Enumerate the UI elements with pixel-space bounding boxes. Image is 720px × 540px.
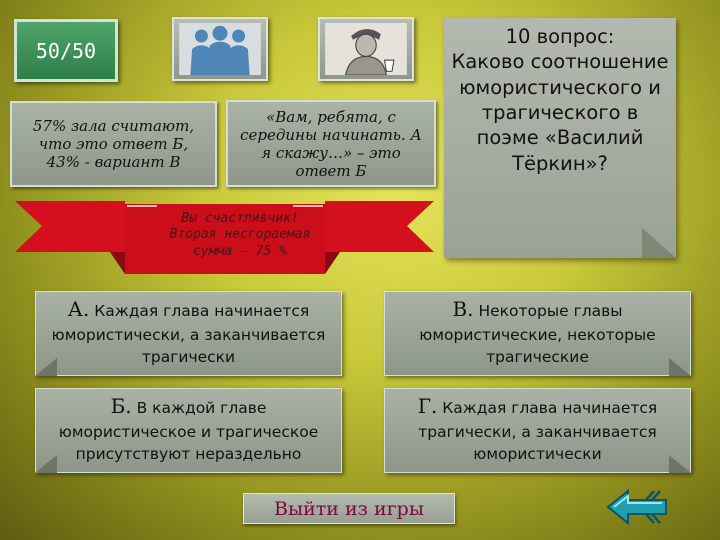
answer-a-text: Каждая глава начинается юмористически, а… [51, 302, 326, 367]
answer-a-curl [35, 358, 57, 376]
answer-g-text: Каждая глава начинается трагически, а за… [418, 399, 658, 464]
answer-a-letter: А. [67, 297, 90, 321]
prize-ribbon: Вы счастливчик! Вторая несгораемая сумма… [15, 196, 434, 278]
audience-icon [179, 23, 261, 75]
answer-g-curl [669, 455, 691, 473]
exit-game-button[interactable]: Выйти из игры [243, 493, 455, 524]
fifty-fifty-button[interactable]: 50/50 [14, 19, 118, 82]
audience-hint-text: 57% зала считают, что это ответ Б, 43% -… [32, 117, 195, 171]
answer-b-letter: Б. [110, 394, 132, 418]
answer-v-curl [669, 358, 691, 376]
answer-b-curl [35, 455, 57, 473]
question-text: Каково соотношение юмористического и тра… [451, 50, 669, 175]
question-card: 10 вопрос: Каково соотношение юмористиче… [444, 18, 676, 258]
audience-hint: 57% зала считают, что это ответ Б, 43% -… [10, 101, 217, 187]
phone-friend-button[interactable] [318, 17, 414, 81]
exit-game-label: Выйти из игры [274, 498, 424, 520]
fifty-fifty-label: 50/50 [35, 38, 97, 63]
answer-g-button[interactable]: Г. Каждая глава начинается трагически, а… [384, 388, 691, 473]
ribbon-shape [15, 201, 434, 274]
ribbon-line-2: Вторая несгораемая [169, 227, 311, 243]
answer-b-text: В каждой главе юмористическое и трагичес… [58, 399, 319, 464]
ask-audience-button[interactable] [172, 17, 268, 81]
answer-g-letter: Г. [417, 394, 438, 418]
ribbon-line-1: Вы счастливчик! [181, 211, 299, 226]
question-number: 10 вопрос: [505, 25, 615, 48]
friend-hint: «Вам, ребята, с середины начинать. А я с… [226, 100, 436, 187]
answer-a-button[interactable]: А. Каждая глава начинается юмористически… [35, 291, 342, 376]
friend-portrait-icon [325, 23, 407, 75]
back-arrow-icon [606, 488, 667, 526]
friend-hint-text: «Вам, ребята, с середины начинать. А я с… [240, 107, 422, 180]
answer-v-letter: В. [452, 297, 474, 321]
answer-v-text: Некоторые главы юмористические, некоторы… [419, 302, 656, 367]
back-button[interactable] [606, 487, 670, 527]
answer-b-button[interactable]: Б. В каждой главе юмористическое и траги… [35, 388, 342, 473]
page-curl [642, 228, 676, 258]
answer-v-button[interactable]: В. Некоторые главы юмористические, некот… [384, 291, 691, 376]
ribbon-line-3: сумма – 75 % [193, 243, 287, 259]
